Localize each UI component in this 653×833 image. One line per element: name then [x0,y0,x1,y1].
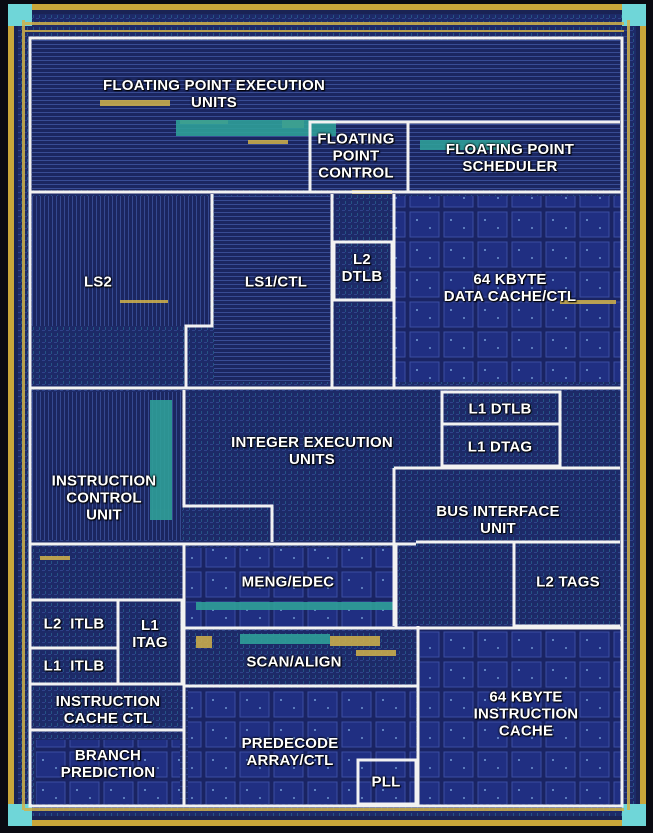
block-label-predecode: PREDECODE ARRAY/CTL [241,735,339,769]
block-label-data-cache: 64 KBYTE DATA CACHE/CTL [443,271,577,305]
block-label-instruction-cache-ctl: INSTRUCTION CACHE CTL [55,693,161,727]
block-label-instruction-cache: 64 KBYTE INSTRUCTION CACHE [473,688,579,740]
block-label-l1-itlb: L1 ITLB [43,657,105,675]
block-label-pll: PLL [371,773,401,791]
block-label-l1-dtlb: L1 DTLB [468,400,532,418]
block-label-l1-itag: L1 ITAG [132,617,168,651]
block-label-ls1-ctl: LS1/CTL [244,273,308,291]
block-label-scan-align: SCAN/ALIGN [246,653,342,671]
block-label-bus-interface: BUS INTERFACE UNIT [436,503,560,537]
block-label-l2-itlb: L2 ITLB [43,615,105,633]
block-label-fp-scheduler: FLOATING POINT SCHEDULER [445,141,575,175]
block-label-fp-control: FLOATING POINT CONTROL [317,130,395,182]
block-label-fp-exec: FLOATING POINT EXECUTION UNITS [102,77,326,111]
block-label-integer-exec: INTEGER EXECUTION UNITS [231,434,393,468]
block-label-l1-dtag: L1 DTAG [467,438,533,456]
block-label-ls2: LS2 [83,273,113,291]
block-label-branch-prediction: BRANCH PREDICTION [60,747,156,781]
block-label-instruction-control: INSTRUCTION CONTROL UNIT [51,472,157,524]
block-label-l2-tags: L2 TAGS [536,573,600,591]
block-label-l2-dtlb: L2 DTLB [341,251,383,285]
block-label-meng-edec: MENG/EDEC [241,573,335,591]
